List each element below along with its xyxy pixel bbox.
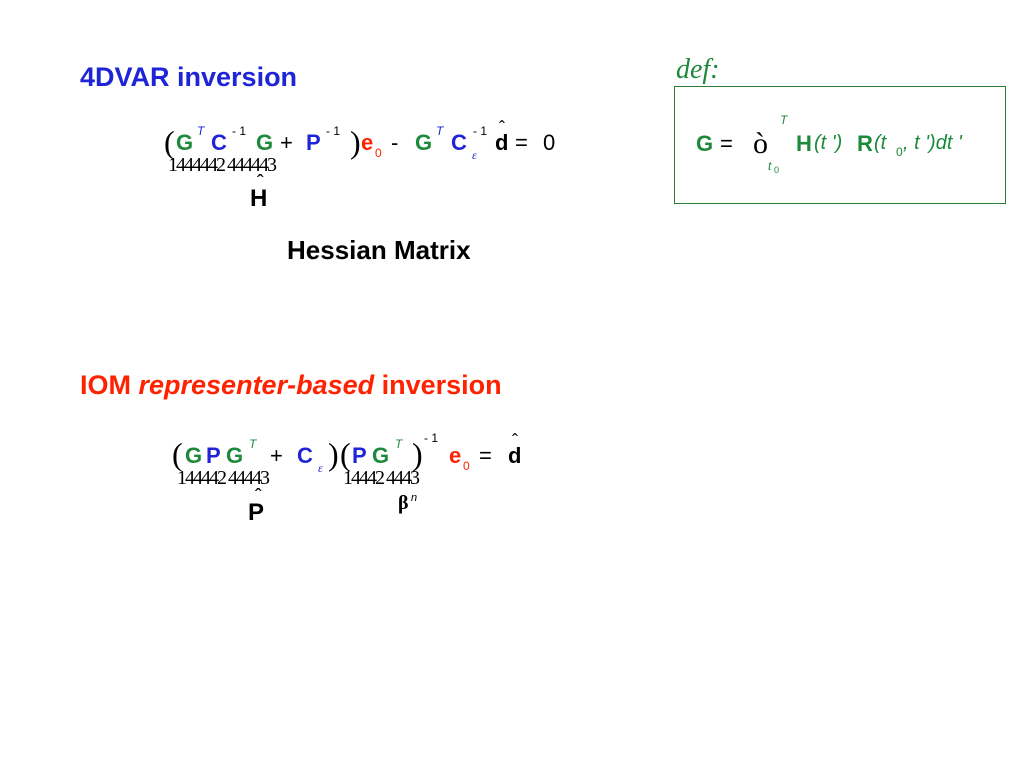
- underbrace-P-hat: 144442 44443: [177, 467, 270, 489]
- eq-subscript-epsilon: ε: [472, 148, 477, 162]
- eq-plus-sign: +: [280, 130, 293, 155]
- eq-symbol-C: C: [297, 443, 313, 468]
- eq-symbol-d: d: [495, 130, 509, 155]
- underlabel-P: P: [248, 499, 265, 526]
- eq-paren-close: ): [412, 436, 423, 472]
- def-R-subscript-zero: 0: [896, 145, 903, 159]
- eq-symbol-e: e: [361, 130, 374, 155]
- eq-paren-open: (: [164, 124, 175, 160]
- eq-zero: 0: [543, 130, 556, 155]
- underbrace-hessian: 1444442 444443: [168, 154, 277, 176]
- def-H-arguments: (t '): [814, 132, 843, 154]
- caption-hessian-matrix: Hessian Matrix: [287, 235, 471, 265]
- eq-paren-close: ): [328, 436, 339, 472]
- eq-plus-sign: +: [270, 443, 283, 468]
- eq-equals-sign: =: [515, 130, 528, 155]
- title-italic: representer-based: [138, 370, 375, 400]
- eq-symbol-P: P: [352, 443, 367, 468]
- definition-box: G = ò T t 0 H (t ') R (t 0 , t ')dt ': [674, 86, 1006, 204]
- eq-symbol-P: P: [206, 443, 221, 468]
- eq-superscript-minus-one: - 1: [424, 431, 439, 445]
- eq-symbol-G: G: [226, 443, 244, 468]
- eq-symbol-G: G: [415, 130, 433, 155]
- def-R-rest: , t ')dt ': [903, 132, 962, 154]
- underlabel-beta-superscript: n: [411, 492, 418, 504]
- eq-superscript-minus-one: - 1: [473, 124, 488, 138]
- eq-symbol-G: G: [185, 443, 203, 468]
- eq-hat-accent: ˆ: [255, 486, 262, 508]
- definition-label: def:: [676, 54, 720, 85]
- eq-superscript-minus-one: - 1: [326, 124, 341, 138]
- eq-hat-accent: ˆ: [499, 118, 505, 138]
- section-title-iom: IOM representer-based inversion: [80, 370, 502, 401]
- eq-paren-close: ): [350, 124, 361, 160]
- eq-symbol-G: G: [256, 130, 274, 155]
- def-R-open: (t: [874, 132, 887, 154]
- def-symbol-G: G: [696, 131, 714, 156]
- eq-symbol-G: G: [372, 443, 390, 468]
- section-title-4dvar: 4DVAR inversion: [80, 62, 298, 92]
- title-prefix: IOM: [80, 370, 139, 400]
- underbrace-beta: 14442 4443: [343, 467, 420, 489]
- eq-symbol-C: C: [451, 130, 467, 155]
- underlabel-H: H: [250, 185, 268, 212]
- def-equals-sign: =: [720, 131, 733, 156]
- eq-paren-open: (: [172, 436, 183, 472]
- eq-symbol-d: d: [508, 443, 522, 468]
- eq-paren-open: (: [340, 436, 351, 472]
- eq-subscript-zero: 0: [463, 459, 470, 473]
- eq-superscript-T: T: [249, 437, 257, 451]
- def-integral-sign: ò: [753, 127, 768, 160]
- def-lower-limit-subscript: 0: [774, 165, 780, 175]
- def-symbol-R: R: [857, 131, 873, 156]
- eq-subscript-zero: 0: [375, 146, 382, 160]
- eq-equals-sign: =: [479, 443, 492, 468]
- eq-superscript-minus-one: - 1: [232, 124, 247, 138]
- eq-hat-accent: ˆ: [257, 172, 264, 194]
- eq-superscript-T: T: [197, 124, 205, 138]
- underlabel-beta: β: [398, 492, 409, 514]
- title-suffix: inversion: [374, 370, 502, 400]
- def-integral-lower-limit: t: [768, 159, 772, 173]
- eq-superscript-T: T: [395, 437, 403, 451]
- eq-symbol-G: G: [176, 130, 194, 155]
- eq-symbol-C: C: [211, 130, 227, 155]
- eq-symbol-e: e: [449, 443, 462, 468]
- eq-minus-sign: -: [391, 130, 399, 155]
- eq-superscript-T: T: [436, 124, 444, 138]
- def-symbol-H: H: [796, 131, 812, 156]
- eq-hat-accent: ˆ: [512, 431, 518, 451]
- eq-symbol-P: P: [306, 130, 321, 155]
- def-integral-upper-limit: T: [780, 113, 788, 127]
- eq-subscript-epsilon: ε: [318, 461, 323, 475]
